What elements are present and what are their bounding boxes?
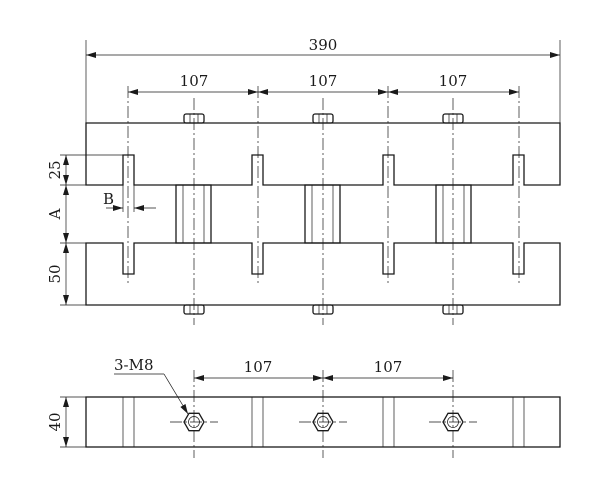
dim-overall-width: 390	[309, 36, 338, 54]
hex-nut-1	[183, 412, 205, 432]
dim-side-pitch-1: 107	[244, 358, 273, 376]
spacer-1	[175, 184, 212, 244]
hex-nut-3	[442, 412, 464, 432]
dim-base-height: 50	[46, 264, 64, 283]
spacer-3	[435, 184, 472, 244]
dim-pitch-3: 107	[439, 72, 468, 90]
dim-pitch-1: 107	[180, 72, 209, 90]
upper-bar-outline	[85, 122, 561, 186]
side-view: 3-M8 107 107 40	[46, 356, 561, 458]
leader-thread	[163, 373, 189, 415]
dim-slot-height: 25	[46, 160, 64, 179]
callout-thread: 3-M8	[114, 356, 154, 374]
dim-pitch-2: 107	[309, 72, 338, 90]
dim-slot-width: B	[103, 190, 114, 208]
top-view: 390 107 107 107 25 A 50 B	[46, 36, 561, 325]
dim-side-pitch-2: 107	[374, 358, 403, 376]
spacer-2	[304, 184, 341, 244]
dim-gap: A	[46, 208, 64, 220]
lower-bar-outline	[85, 242, 561, 306]
hex-nut-2	[312, 412, 334, 432]
dim-side-height: 40	[46, 412, 64, 431]
